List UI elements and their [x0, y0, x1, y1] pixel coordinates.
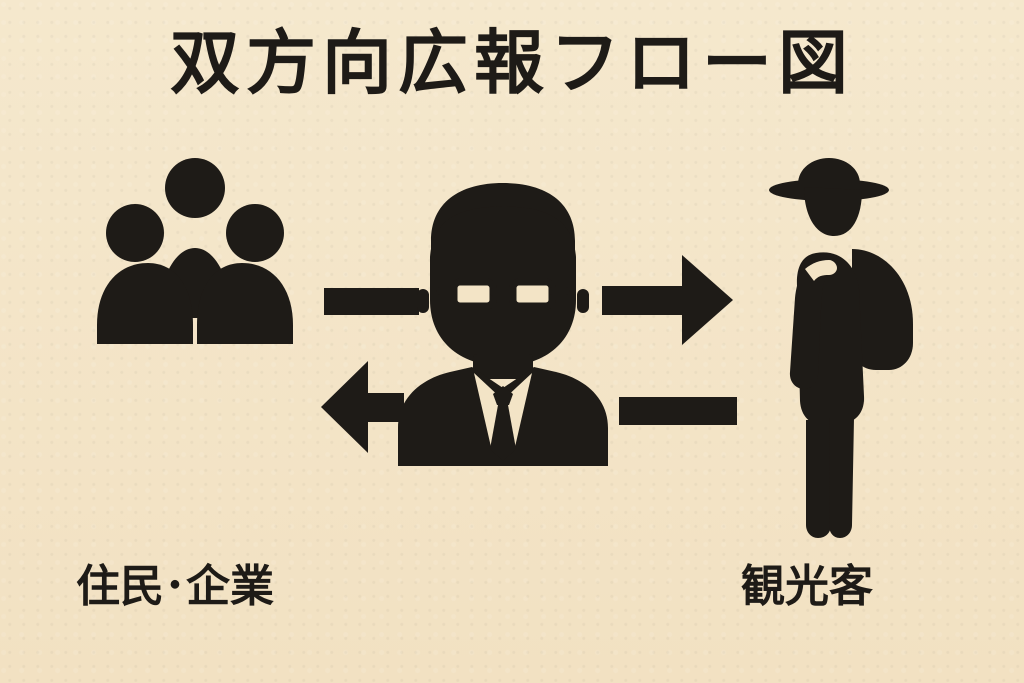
- left-arrow-icon: [321, 361, 404, 453]
- right-arrow-icon: [602, 255, 733, 345]
- left-label: 住民･企業: [76, 561, 274, 612]
- tourist-icon: [769, 158, 913, 538]
- right-label: 観光客: [741, 561, 873, 612]
- diagram-title: 双方向広報フロー図: [170, 22, 854, 104]
- right-bottom-connector: [619, 397, 737, 425]
- left-top-connector: [324, 288, 419, 315]
- group-icon: [97, 158, 293, 344]
- staff-person-icon: [398, 183, 608, 466]
